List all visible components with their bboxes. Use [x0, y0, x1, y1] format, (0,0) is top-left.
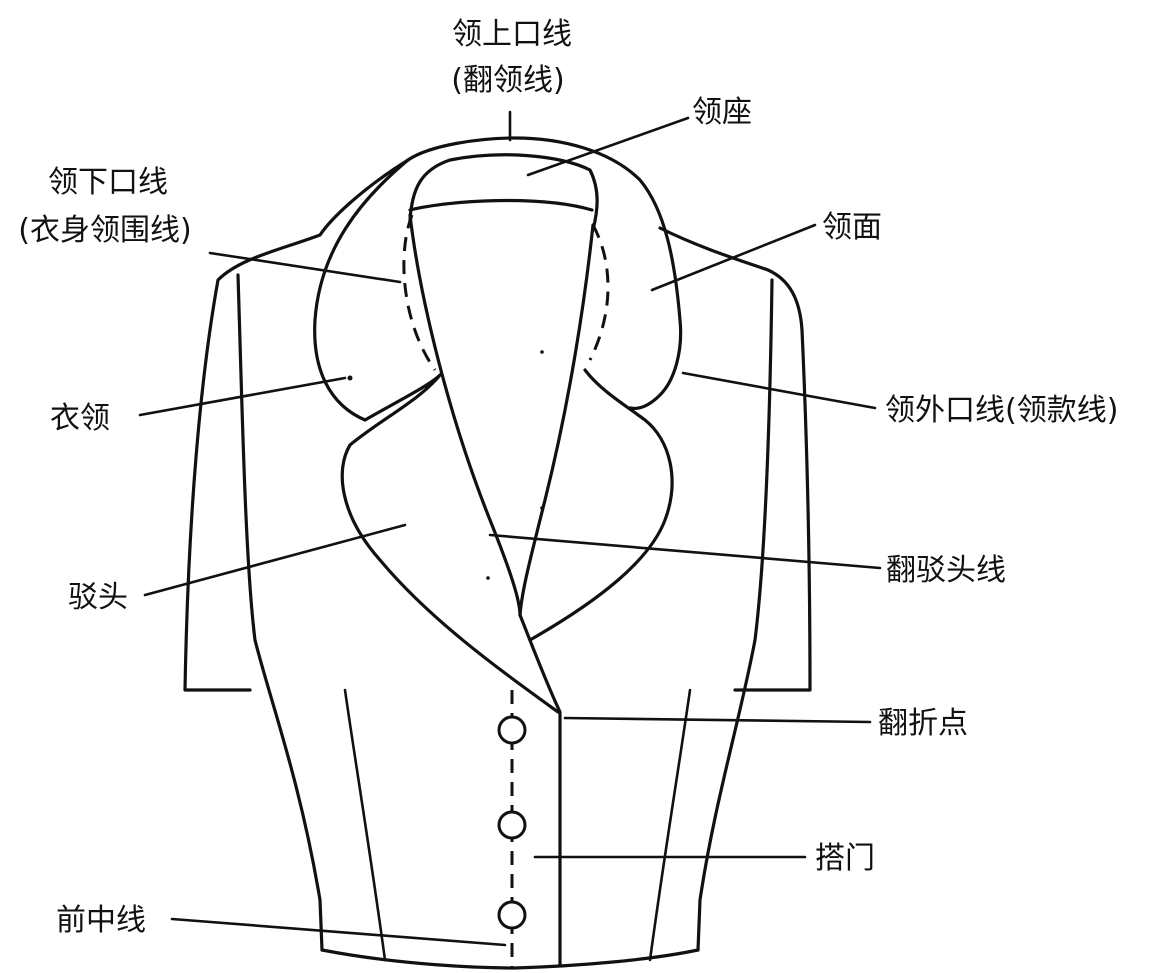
label-overlap: 搭门 [815, 841, 875, 876]
dot-mark-4 [486, 576, 490, 580]
dot-mark-3 [540, 506, 544, 510]
right-lapel-outline [528, 368, 674, 642]
leader-collar-face [650, 223, 817, 292]
left-shoulder-line [183, 158, 410, 692]
leader-lapel [143, 523, 407, 597]
lapels [340, 213, 674, 967]
left-front-roll-edge [408, 213, 522, 617]
left-lapel-outline [340, 373, 560, 714]
collar-outer-edge [406, 136, 683, 411]
button-2 [497, 810, 527, 840]
hem-line [320, 948, 700, 970]
garment-body [183, 158, 812, 970]
label-collar-top-line: 领上口线 [452, 17, 572, 52]
left-side-seam [236, 273, 324, 952]
label-collar-top-line-alt: (翻领线) [451, 63, 564, 98]
right-princess-seam [648, 688, 692, 962]
collar-left-outer [313, 158, 410, 422]
right-front-roll-edge [518, 223, 595, 617]
label-collar-bottom-line: 领下口线 [48, 165, 168, 200]
button-1 [497, 715, 527, 745]
collar-bottom-dashed-right [588, 224, 610, 361]
leader-center-front-line [170, 917, 507, 947]
labels: 领上口线 (翻领线) 领座 领下口线 (衣身领围线) 领面 衣领 领外口线(领款… [18, 17, 1118, 938]
label-collar-face: 领面 [822, 210, 882, 245]
label-break-point: 翻折点 [878, 706, 968, 741]
label-collar-outer-line: 领外口线(领款线) [885, 393, 1118, 428]
leader-collar [138, 376, 347, 417]
right-shoulder-line [658, 226, 812, 692]
right-side-seam [696, 278, 774, 952]
dot-mark-1 [347, 375, 353, 381]
leader-collar-outer-line [681, 371, 877, 410]
front-edge [518, 613, 562, 967]
dot-mark-2 [540, 350, 544, 354]
collar [313, 136, 683, 422]
leader-collar-bottom-line [208, 251, 402, 284]
leader-collar-stand [526, 116, 690, 177]
label-roll-line: 翻驳头线 [886, 553, 1006, 588]
label-lapel: 驳头 [68, 580, 128, 615]
label-collar: 衣领 [50, 401, 110, 436]
leader-lines [138, 110, 882, 947]
label-collar-bottom-line-alt: (衣身领围线) [18, 213, 191, 248]
label-collar-stand: 领座 [692, 95, 752, 130]
button-3 [497, 900, 527, 930]
label-center-front-line: 前中线 [56, 903, 146, 938]
leader-break-point [563, 716, 872, 724]
neck-back-line [408, 198, 594, 212]
collar-bottom-dashed-left [402, 214, 437, 371]
left-princess-seam [343, 688, 387, 962]
leader-roll-line [488, 533, 882, 570]
collar-top-line-curve [408, 153, 599, 232]
